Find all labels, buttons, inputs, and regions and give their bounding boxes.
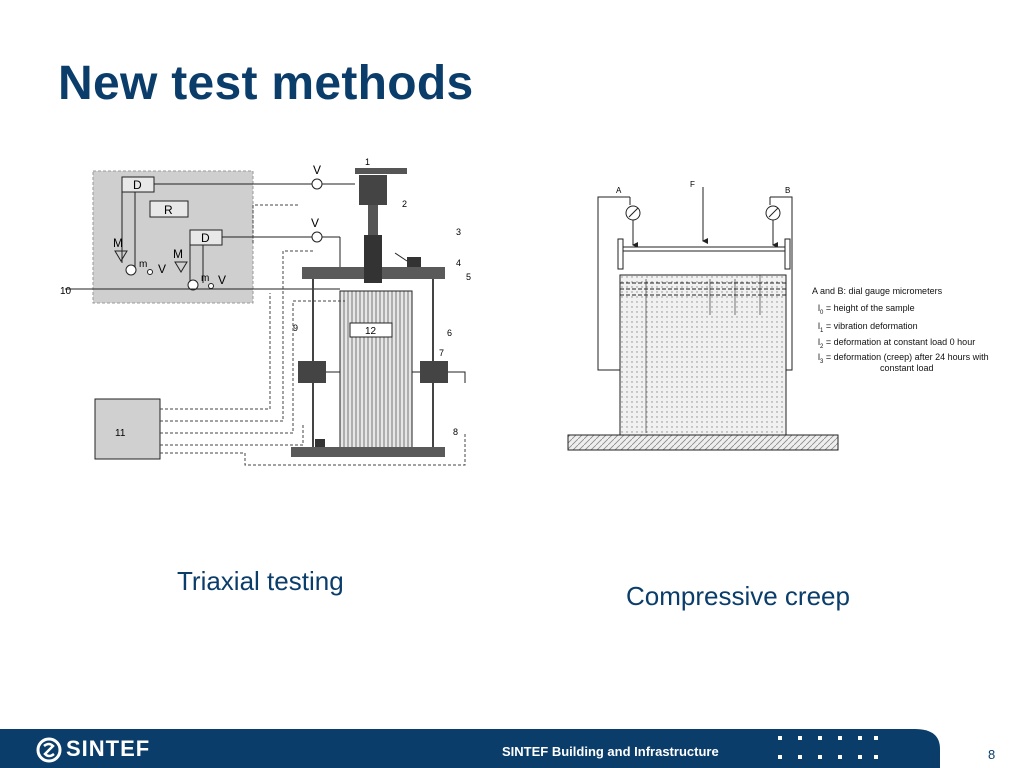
- base-foundation: [567, 434, 839, 451]
- label-r: R: [164, 203, 173, 217]
- legend-line-gauges: A and B: dial gauge micrometers: [812, 286, 943, 296]
- creep-diagram: A F B: [567, 180, 839, 451]
- load-plate: [621, 246, 787, 252]
- legend-l0: l0 = height of the sample: [818, 303, 915, 316]
- page-number: 8: [988, 747, 996, 762]
- label-a: A: [616, 186, 622, 195]
- manometer-right: [174, 261, 188, 273]
- box-11: [94, 398, 161, 460]
- label-v-mid: V: [311, 216, 319, 230]
- label-10: 10: [60, 286, 72, 297]
- footer-dots: [778, 736, 878, 759]
- legend-l0-text: = height of the sample: [823, 303, 915, 313]
- legend-l0-sub: 0: [820, 309, 824, 316]
- label-v-right: V: [218, 273, 226, 287]
- label-b: B: [785, 186, 790, 195]
- load-cell: [359, 175, 387, 205]
- base-plate: [291, 447, 445, 457]
- label-5: 5: [466, 272, 471, 282]
- footer-department: SINTEF Building and Infrastructure: [502, 744, 719, 759]
- label-v-left: V: [158, 262, 166, 276]
- legend-l1-sub: 1: [820, 327, 824, 334]
- legend-l2-text: = deformation at constant load 0 hour: [823, 337, 976, 347]
- sintef-logo-text: SINTEF: [66, 736, 151, 761]
- slide-title: New test methods: [58, 57, 474, 110]
- label-1: 1: [365, 157, 370, 167]
- label-m-small-left: m: [139, 259, 147, 270]
- label-6: 6: [447, 328, 452, 338]
- footer-bar: [0, 729, 940, 768]
- side-gauge-right: [420, 361, 448, 383]
- manometer-left: [114, 250, 128, 262]
- legend-l1-text: = vibration deformation: [823, 321, 918, 331]
- legend-l2: l2 = deformation at constant load 0 hour: [818, 337, 975, 350]
- sintef-logo-icon: [36, 737, 62, 763]
- caption-triaxial: Triaxial testing: [177, 566, 344, 596]
- legend-l2-symbol: l: [818, 337, 820, 347]
- label-2: 2: [402, 199, 407, 209]
- legend-l3-text: = deformation (creep) after 24 hours wit…: [823, 352, 989, 362]
- creep-legend: A and B: dial gauge micrometers: [812, 283, 942, 300]
- legend-l3-sub: 3: [820, 358, 824, 365]
- label-d-mid: D: [201, 231, 210, 245]
- label-7: 7: [439, 348, 444, 358]
- legend-l0-symbol: l: [818, 303, 820, 313]
- legend-l2-sub: 2: [820, 343, 824, 350]
- label-9: 9: [293, 323, 298, 333]
- label-m-left: M: [113, 236, 123, 250]
- legend-l1-symbol: l: [818, 321, 820, 331]
- label-v-top: V: [313, 163, 321, 177]
- triaxial-diagram: D R D M M m V m V 10 V V 1 2 3 4 5 12: [60, 157, 471, 466]
- legend-l3: l3 = deformation (creep) after 24 hours …: [818, 352, 989, 365]
- label-m-right: M: [173, 247, 183, 261]
- label-8: 8: [453, 427, 458, 437]
- label-m-small-right: m: [201, 273, 209, 284]
- label-11: 11: [115, 428, 126, 439]
- sample-specimen: [339, 290, 413, 450]
- r-box: [149, 200, 189, 218]
- label-4: 4: [456, 258, 461, 268]
- legend-l3-symbol: l: [818, 352, 820, 362]
- piston-rod: [368, 205, 378, 235]
- label-d-top: D: [133, 178, 142, 192]
- label-3: 3: [456, 227, 461, 237]
- label-f: F: [690, 180, 695, 189]
- label-12: 12: [365, 326, 377, 337]
- side-gauge-left: [298, 361, 326, 383]
- top-frame: [355, 168, 407, 174]
- caption-creep: Compressive creep: [626, 581, 850, 611]
- creep-sample: [619, 274, 787, 436]
- legend-l1: l1 = vibration deformation: [818, 321, 918, 334]
- legend-l3-continued: constant load: [880, 363, 934, 373]
